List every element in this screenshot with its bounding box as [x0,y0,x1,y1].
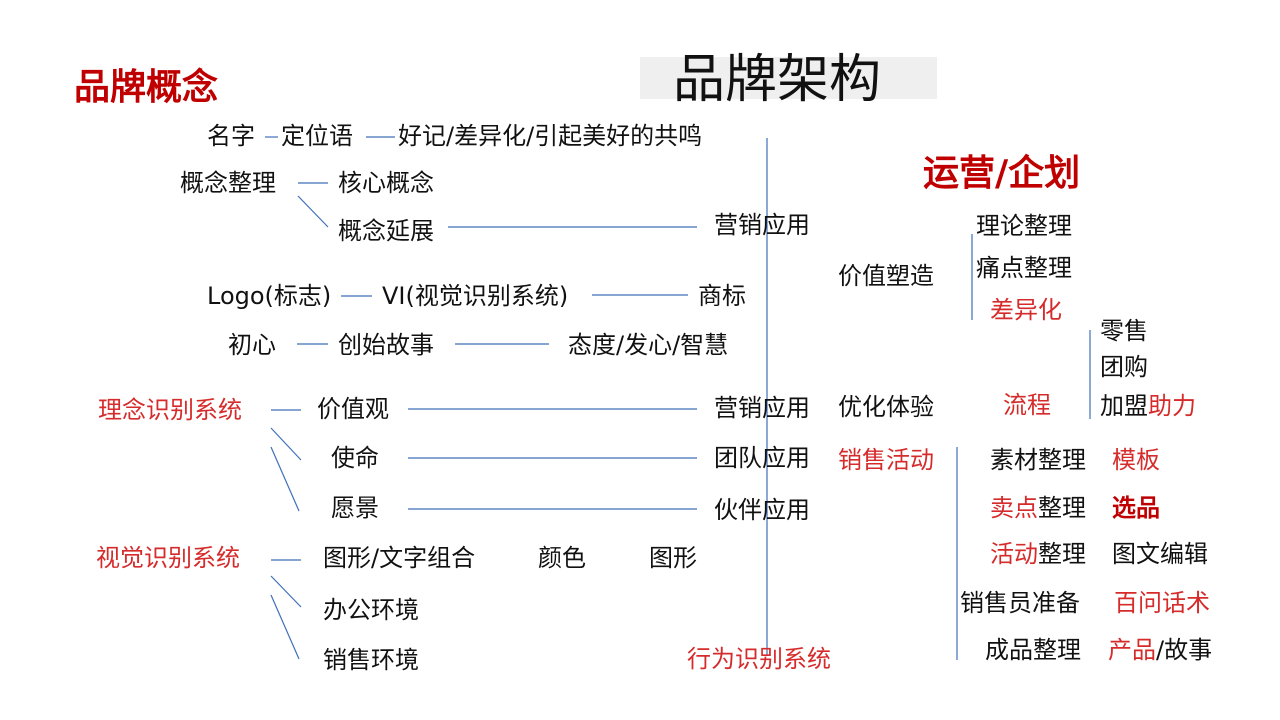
behavior-identity-label: 行为识别系统 [687,645,831,673]
name-label: 名字 [207,122,255,150]
connector-visual-office [270,575,302,608]
activity-organize-label: 活动整理 [990,542,1086,566]
core-concept-label: 核心概念 [338,169,434,197]
founding-story-label: 创始故事 [338,331,434,359]
process-label: 流程 [1003,391,1051,419]
sales-environment-label: 销售环境 [323,646,419,674]
graphic-label: 图形 [649,544,697,572]
graphic-edit-label: 图文编辑 [1112,540,1208,568]
optimize-experience-label: 优化体验 [838,393,934,421]
title-background [640,57,937,99]
original-intention-label: 初心 [228,331,276,359]
selling-point-text: 卖点 [990,494,1038,522]
organize-text-b: 整理 [1038,540,1086,568]
values-application-label: 营销应用 [714,394,810,422]
boost-text: 助力 [1148,392,1196,420]
story-text: /故事 [1156,636,1213,664]
office-environment-label: 办公环境 [323,596,419,624]
mind-identity-label: 理念识别系统 [98,396,242,424]
salesperson-prep-label: 销售员准备 [960,589,1080,617]
activity-text: 活动 [990,540,1038,568]
attitude-label: 态度/发心/智慧 [568,331,729,359]
differentiation-label: 差异化 [990,296,1062,324]
logo-label: Logo(标志) [207,282,332,310]
pain-points-label: 痛点整理 [976,254,1072,282]
connector-mind-vision [270,446,300,512]
vi-label: VI(视觉识别系统) [382,282,569,310]
selling-point-label: 卖点整理 [990,496,1086,520]
vision-application-label: 伙伴应用 [714,496,810,524]
product-organize-label: 成品整理 [985,636,1081,664]
retail-label: 零售 [1100,317,1148,345]
connector-mind-mission [270,427,302,461]
trademark-label: 商标 [698,282,746,310]
mission-label: 使命 [331,444,379,472]
visual-identity-label: 视觉识别系统 [96,544,240,572]
positioning-detail-label: 好记/差异化/引起美好的共鸣 [398,122,703,150]
concept-organize-label: 概念整理 [180,169,276,197]
selection-label: 选品 [1112,494,1160,522]
graphic-text-label: 图形/文字组合 [323,544,476,572]
marketing-application-label: 营销应用 [714,211,810,239]
color-label: 颜色 [538,544,586,572]
franchise-boost-label: 加盟助力 [1100,394,1196,418]
hundred-questions-label: 百问话术 [1114,589,1210,617]
franchise-text: 加盟 [1100,392,1148,420]
page-title: 品牌架构 [673,50,882,110]
value-shaping-label: 价值塑造 [838,262,934,290]
product-text: 产品 [1108,636,1156,664]
material-label: 素材整理 [990,446,1086,474]
organize-text-a: 整理 [1038,494,1086,522]
connector-visual-sales [270,594,300,660]
product-story-label: 产品/故事 [1108,638,1212,662]
operations-heading: 运营/企划 [923,153,1081,194]
sales-activity-label: 销售活动 [838,446,934,474]
positioning-label: 定位语 [281,122,353,150]
mission-application-label: 团队应用 [714,444,810,472]
vision-label: 愿景 [331,494,379,522]
theory-label: 理论整理 [976,212,1072,240]
connector-concept-extension [297,195,329,228]
concept-extension-label: 概念延展 [338,217,434,245]
template-label: 模板 [1112,446,1160,474]
values-label: 价值观 [317,395,389,423]
group-buy-label: 团购 [1100,353,1148,381]
brand-concept-heading: 品牌概念 [74,67,219,108]
